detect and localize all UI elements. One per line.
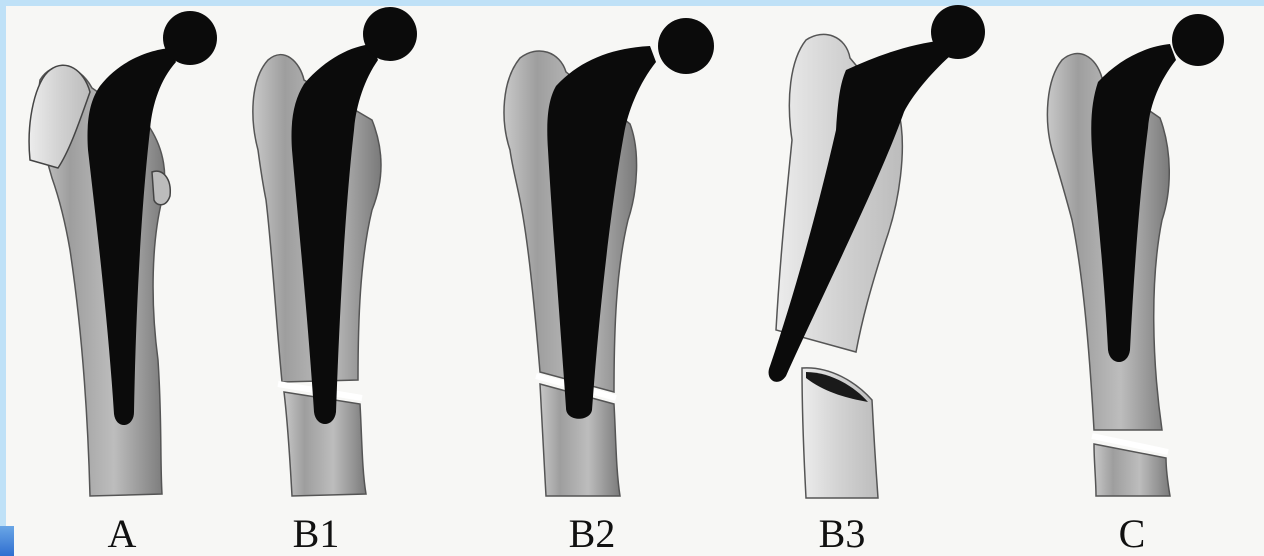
panel-b2: [504, 18, 714, 496]
implant-head-b2: [658, 18, 714, 74]
panel-label-c: C: [1072, 512, 1192, 556]
panel-label-a: A: [62, 512, 182, 556]
panel-label-b2: B2: [532, 512, 652, 556]
panel-c: [1047, 14, 1224, 496]
implant-head-b3: [931, 5, 985, 59]
implant-head-c: [1172, 14, 1224, 66]
implant-head-a: [163, 11, 217, 65]
panel-label-b3: B3: [782, 512, 902, 556]
implant-head-b1: [363, 7, 417, 61]
panel-b1: [253, 7, 417, 496]
panel-label-b1: B1: [256, 512, 376, 556]
panel-b3: [769, 5, 985, 498]
panel-a: [29, 11, 217, 496]
lesser-trochanter-fragment-a: [152, 171, 170, 205]
